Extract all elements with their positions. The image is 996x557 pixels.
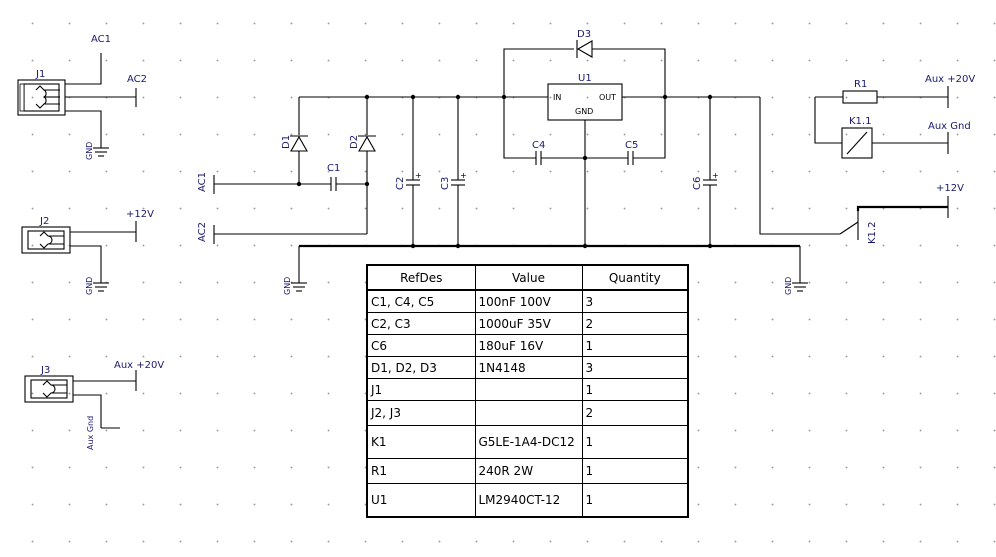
net-label-ac2-input: AC2	[197, 222, 208, 242]
relay-coil-k11[interactable]: K1.1	[841, 116, 873, 159]
bom-row: R1 240R 2W 1	[366, 458, 689, 484]
capacitor-c2[interactable]: + C2	[395, 171, 422, 190]
bom-cell-quantity: 1	[581, 483, 689, 518]
gnd-label-left: GND	[283, 277, 292, 295]
gnd-label-j1: GND	[85, 142, 94, 160]
k11-label: K1.1	[849, 116, 871, 127]
bom-cell-quantity: 1	[581, 334, 689, 357]
gnd-label-j2: GND	[85, 277, 94, 295]
bom-cell-value: 1N4148	[474, 356, 583, 379]
bom-cell-value: G5LE-1A4-DC12	[474, 425, 583, 459]
j3-label: J3	[40, 365, 50, 376]
bom-cell-value: 180uF 16V	[474, 334, 583, 357]
bom-cell-quantity: 1	[581, 378, 689, 401]
net-label-ac1-top: AC1	[91, 34, 111, 45]
bom-row: C6 180uF 16V 1	[366, 334, 689, 357]
u1-pin-gnd: GND	[575, 107, 593, 116]
bom-table: RefDes Value Quantity C1, C4, C5 100nF 1…	[366, 264, 689, 518]
r1-label: R1	[854, 79, 867, 90]
bom-cell-value	[474, 400, 583, 426]
regulator-u1[interactable]: U1 IN OUT GND	[547, 73, 623, 121]
d1-label: D1	[281, 135, 292, 149]
bom-cell-quantity: 3	[581, 356, 689, 379]
c6-polarity: +	[712, 171, 719, 180]
net-label-aux20-right: Aux +20V	[925, 74, 975, 85]
diode-d2[interactable]: D2	[349, 135, 376, 152]
bom-cell-refdes: U1	[366, 483, 476, 518]
bom-cell-value	[474, 378, 583, 401]
bom-row: C1, C4, C5 100nF 100V 3	[366, 289, 689, 313]
resistor-r1[interactable]: R1	[842, 79, 878, 104]
connector-j2[interactable]: J2	[21, 216, 71, 254]
bom-cell-refdes: C1, C4, C5	[366, 289, 476, 313]
bom-header-value: Value	[474, 264, 583, 291]
j1-label: J1	[35, 69, 45, 80]
net-label-ac1-input: AC1	[197, 172, 208, 192]
bom-cell-refdes: R1	[366, 458, 476, 484]
relay-contact-k12[interactable]: K1.2	[839, 211, 878, 244]
net-label-aux20-j3: Aux +20V	[114, 360, 164, 371]
net-label-12v-j2: +12V	[126, 209, 154, 220]
bom-cell-value: 100nF 100V	[474, 289, 583, 313]
j2-label: J2	[39, 216, 49, 227]
bom-row: D1, D2, D3 1N4148 3	[366, 356, 689, 379]
net-label-12v-right: +12V	[936, 183, 964, 194]
bom-cell-quantity: 2	[581, 312, 689, 335]
net-label-auxgnd-j3: Aux Gnd	[86, 416, 95, 450]
bom-cell-refdes: C2, C3	[366, 312, 476, 335]
bom-cell-quantity: 3	[581, 289, 689, 313]
junction-dots	[296, 94, 713, 249]
diode-d1[interactable]: D1	[281, 135, 308, 152]
c2-label: C2	[395, 177, 406, 190]
bom-cell-quantity: 1	[581, 425, 689, 459]
d2-label: D2	[349, 135, 360, 149]
net-label-ac2-top: AC2	[127, 74, 147, 85]
u1-label: U1	[578, 73, 592, 84]
c5-label: C5	[625, 140, 638, 151]
c6-label: C6	[692, 177, 703, 190]
u1-pin-in: IN	[553, 93, 561, 102]
c3-polarity: +	[460, 171, 467, 180]
capacitor-c4[interactable]: C4	[532, 140, 545, 165]
bom-row: K1 G5LE-1A4-DC12 1	[366, 425, 689, 459]
bom-row: C2, C3 1000uF 35V 2	[366, 312, 689, 335]
bom-cell-value: 1000uF 35V	[474, 312, 583, 335]
bom-row: J2, J3 2	[366, 400, 689, 426]
bom-cell-quantity: 2	[581, 400, 689, 426]
bom-cell-refdes: K1	[366, 425, 476, 459]
k12-label: K1.2	[867, 222, 878, 244]
bom-row: J1 1	[366, 378, 689, 401]
bom-header-row: RefDes Value Quantity	[366, 264, 689, 291]
bom-cell-value: LM2940CT-12	[474, 483, 583, 518]
bom-cell-quantity: 1	[581, 458, 689, 484]
bom-cell-refdes: D1, D2, D3	[366, 356, 476, 379]
bom-cell-refdes: C6	[366, 334, 476, 357]
capacitor-c1[interactable]: C1	[327, 163, 340, 191]
bom-header-quantity: Quantity	[581, 264, 689, 291]
c1-label: C1	[327, 163, 340, 174]
capacitor-c3[interactable]: + C3	[440, 171, 467, 190]
bom-cell-refdes: J2, J3	[366, 400, 476, 426]
bom-cell-value: 240R 2W	[474, 458, 583, 484]
connector-j1[interactable]: J1	[17, 69, 66, 116]
c3-label: C3	[440, 177, 451, 190]
capacitor-c6[interactable]: + C6	[692, 171, 719, 190]
c2-polarity: +	[415, 171, 422, 180]
u1-pin-out: OUT	[599, 93, 616, 102]
bom-header-refdes: RefDes	[366, 264, 476, 291]
bom-row: U1 LM2940CT-12 1	[366, 483, 689, 518]
gnd-label-right: GND	[784, 277, 793, 295]
net-label-auxgnd-right: Aux Gnd	[928, 121, 971, 132]
c4-label: C4	[532, 140, 545, 151]
bom-cell-refdes: J1	[366, 378, 476, 401]
connector-j3[interactable]: J3	[24, 365, 74, 403]
diode-d3[interactable]: D3	[576, 29, 593, 58]
d3-label: D3	[577, 29, 591, 40]
capacitor-c5[interactable]: C5	[625, 140, 638, 165]
